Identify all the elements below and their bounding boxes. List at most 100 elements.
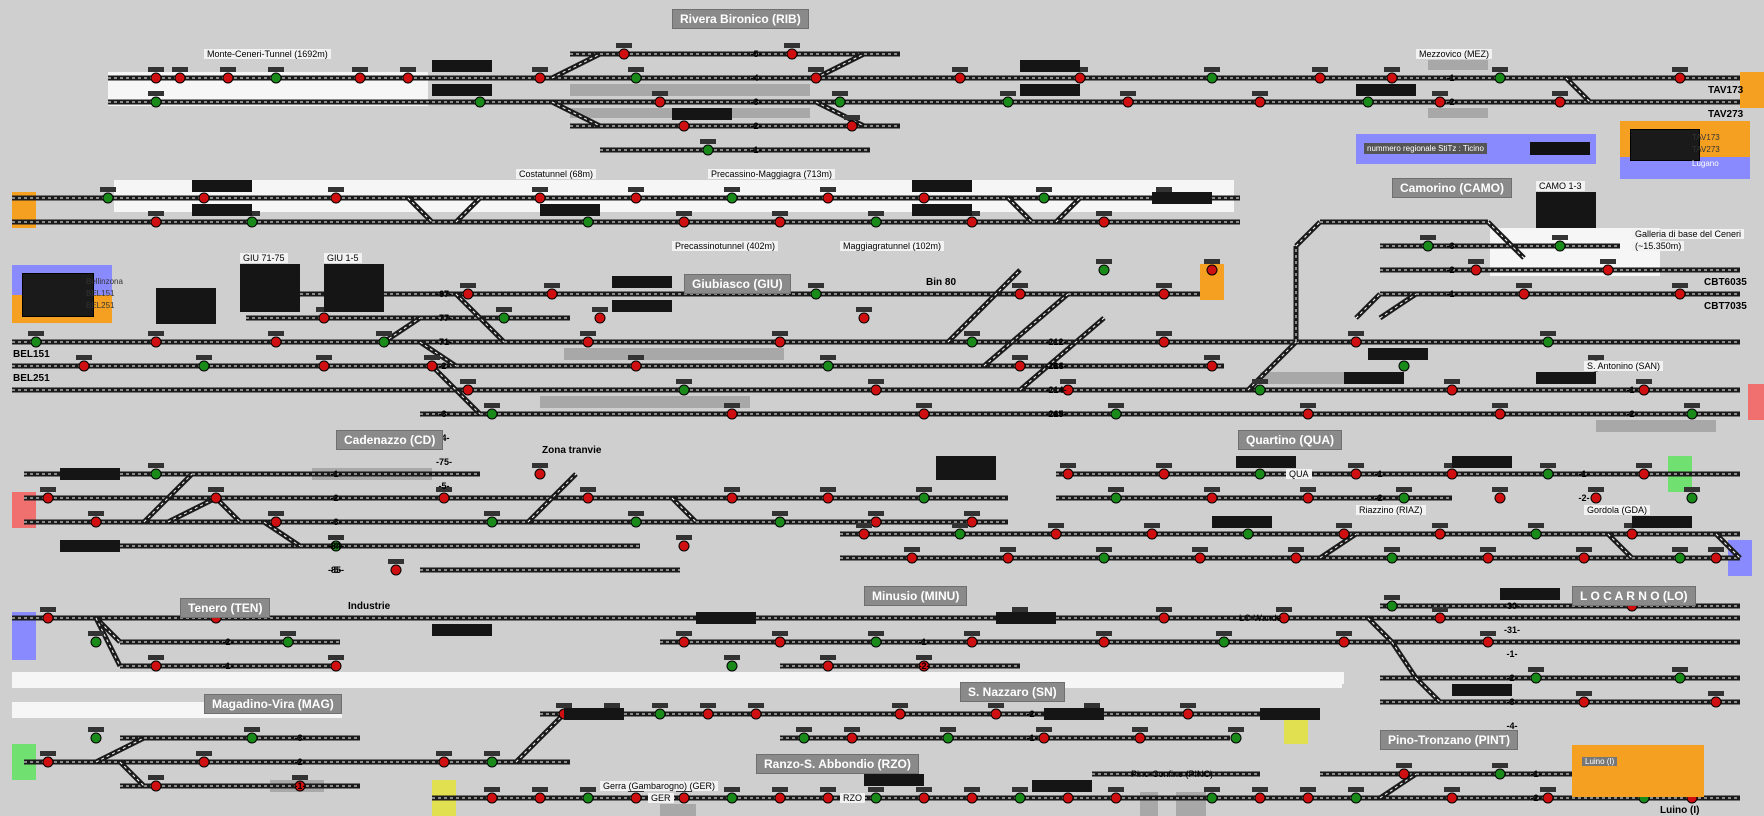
signal-head [652,91,668,96]
signal [1158,468,1170,480]
signal-head [1120,91,1136,96]
tag-bel151[interactable]: BEL151 [13,349,50,360]
signal [774,516,786,528]
signal-head [772,631,788,636]
signal-head [148,331,164,336]
signal [702,144,714,156]
station-magadino-vira[interactable]: Magadino-Vira (MAG) [204,694,342,714]
signal-head [772,211,788,216]
control-panel [1020,60,1080,72]
station-cadenazzo[interactable]: Cadenazzo (CD) [336,430,444,450]
tag-tav173[interactable]: TAV173 [1708,85,1744,96]
signal [1158,612,1170,624]
regional-number-box[interactable]: nummero regionale StiTz : Ticino [1356,134,1596,164]
signal-head [832,91,848,96]
track-number: -4- [751,73,762,83]
signal-head [844,115,860,120]
signal [1674,288,1686,300]
station-giubiasco[interactable]: Giubiasco (GIU) [684,274,791,294]
navbox-tav-lugano[interactable]: TAV173 TAV273 Lugano [1620,121,1750,179]
station-tenero[interactable]: Tenero (TEN) [180,598,271,618]
signal-head [676,535,692,540]
track [1354,292,1382,320]
signal [210,492,222,504]
tag-bel251[interactable]: BEL251 [13,373,50,384]
signal-head [1432,607,1448,612]
signal [534,792,546,804]
signal-head [1576,691,1592,696]
signal-head [724,187,740,192]
signal-head [868,787,884,792]
station-s-nazzaro[interactable]: S. Nazzaro (SN) [960,682,1065,702]
signal [726,660,738,672]
signal [774,216,786,228]
signal [582,336,594,348]
control-panel [1536,192,1596,228]
signal-head [820,655,836,660]
tag-luino[interactable]: Luino (I) [1660,805,1700,816]
signal-head [436,751,452,756]
navbox-bellinzona[interactable]: Bellinzona BEL151 BEL251 [12,265,123,323]
track-number: -3- [439,409,450,419]
control-panel [324,264,384,312]
label-galleria-length: (~15.350m) [1632,241,1685,251]
signal [270,336,282,348]
control-panel [240,264,300,312]
signal [1518,288,1530,300]
signal-head [628,67,644,72]
signal [318,360,330,372]
station-ranzo[interactable]: Ranzo-S. Abbondio (RZO) [756,754,919,774]
signal-head [916,655,932,660]
tag-cbt6035[interactable]: CBT6035 [1704,277,1747,288]
signal-head [1300,487,1316,492]
track [1294,220,1322,248]
platform [1428,60,1488,70]
signal-head [268,331,284,336]
signal [1098,552,1110,564]
tag-tav273[interactable]: TAV273 [1708,109,1744,120]
signal [1590,492,1602,504]
station-rivera-bironico[interactable]: Rivera Bironico (RIB) [672,9,809,29]
signal-head [1060,463,1076,468]
navbox-label: TAV173 [1692,133,1720,142]
signal [726,492,738,504]
signal [1386,600,1398,612]
signal [42,492,54,504]
navbox-luino[interactable]: Luino (I) [1572,745,1704,797]
signal [846,120,858,132]
signal-head [1480,631,1496,636]
signal-head [772,787,788,792]
signal-head [1300,787,1316,792]
signal [966,216,978,228]
signal-head [1432,91,1448,96]
signal-head [196,751,212,756]
signal-head [904,547,920,552]
station-quartino[interactable]: Quartino (QUA) [1238,430,1342,450]
signal-head [964,787,980,792]
station-locarno[interactable]: L O C A R N O (LO) [1572,586,1696,606]
platform [660,804,696,816]
track-number: -1- [1627,385,1638,395]
signal-head [1108,787,1124,792]
station-minusio[interactable]: Minusio (MINU) [864,586,968,606]
signal [1278,612,1290,624]
signal [150,216,162,228]
tag-cbt7035[interactable]: CBT7035 [1704,301,1747,312]
control-panel [612,300,672,312]
track-number: -1- [331,469,342,479]
label-monte-ceneri-tunnel: Monte-Ceneri-Tunnel (1692m) [204,49,331,59]
signal-head [88,631,104,636]
signal [90,516,102,528]
signal [1230,732,1242,744]
station-pino-tronzano[interactable]: Pino-Tronzano (PINT) [1380,730,1518,750]
signal [402,72,414,84]
signal-head [724,655,740,660]
signal-head [1312,67,1328,72]
control-panel [1032,780,1092,792]
signal-head [1288,547,1304,552]
signal-head [268,67,284,72]
signal [1062,792,1074,804]
station-camorino[interactable]: Camorino (CAMO) [1392,178,1512,198]
signal-head [496,307,512,312]
